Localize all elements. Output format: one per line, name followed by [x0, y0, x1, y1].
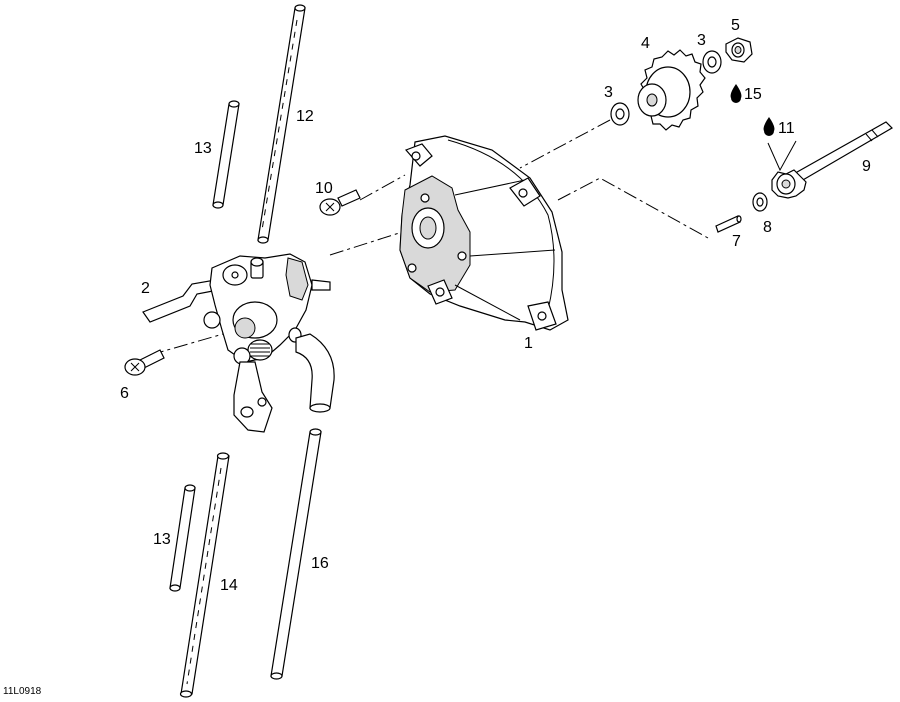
callout-1: 1 [524, 335, 533, 352]
tube-16[interactable] [270, 428, 322, 680]
tube-13-upper[interactable] [212, 100, 240, 209]
nut-5[interactable] [725, 37, 753, 63]
callout-6: 6 [120, 385, 129, 402]
diagram-ref-code: 11L0918 [3, 686, 42, 697]
callout-11: 11 [778, 120, 795, 137]
tube-13-lower[interactable] [169, 484, 196, 592]
callout-14: 14 [220, 577, 238, 594]
shaft-9[interactable] [767, 121, 893, 199]
callout-12: 12 [296, 108, 314, 125]
pin-7[interactable] [715, 215, 742, 233]
washer-3-upper[interactable] [702, 50, 722, 74]
callout-2: 2 [141, 280, 150, 297]
callout-3: 3 [697, 32, 706, 49]
callout-15: 15 [744, 86, 762, 103]
gear-4[interactable] [637, 49, 706, 131]
threaded-fitting [247, 339, 273, 361]
alignment-lines [149, 119, 709, 356]
washer-3-lower[interactable] [610, 102, 630, 126]
callout-3: 3 [604, 84, 613, 101]
callout-9: 9 [862, 158, 871, 175]
callout-10: 10 [315, 180, 333, 197]
callout-4: 4 [641, 35, 650, 52]
callout-13: 13 [194, 140, 212, 157]
washer-8[interactable] [752, 192, 768, 212]
oil-drop-icon [763, 117, 775, 136]
oil-drop-icon [730, 84, 742, 103]
callout-16: 16 [311, 555, 329, 572]
callout-5: 5 [731, 17, 740, 34]
screw-10[interactable] [319, 189, 361, 216]
callout-7: 7 [732, 233, 741, 250]
pump-cover-1[interactable] [399, 135, 569, 331]
tube-14[interactable] [179, 452, 230, 698]
screw-6[interactable] [124, 349, 165, 376]
callout-13: 13 [153, 531, 171, 548]
callout-8: 8 [763, 219, 772, 236]
oil-pump-body[interactable] [142, 253, 335, 433]
tube-12[interactable] [257, 4, 306, 244]
